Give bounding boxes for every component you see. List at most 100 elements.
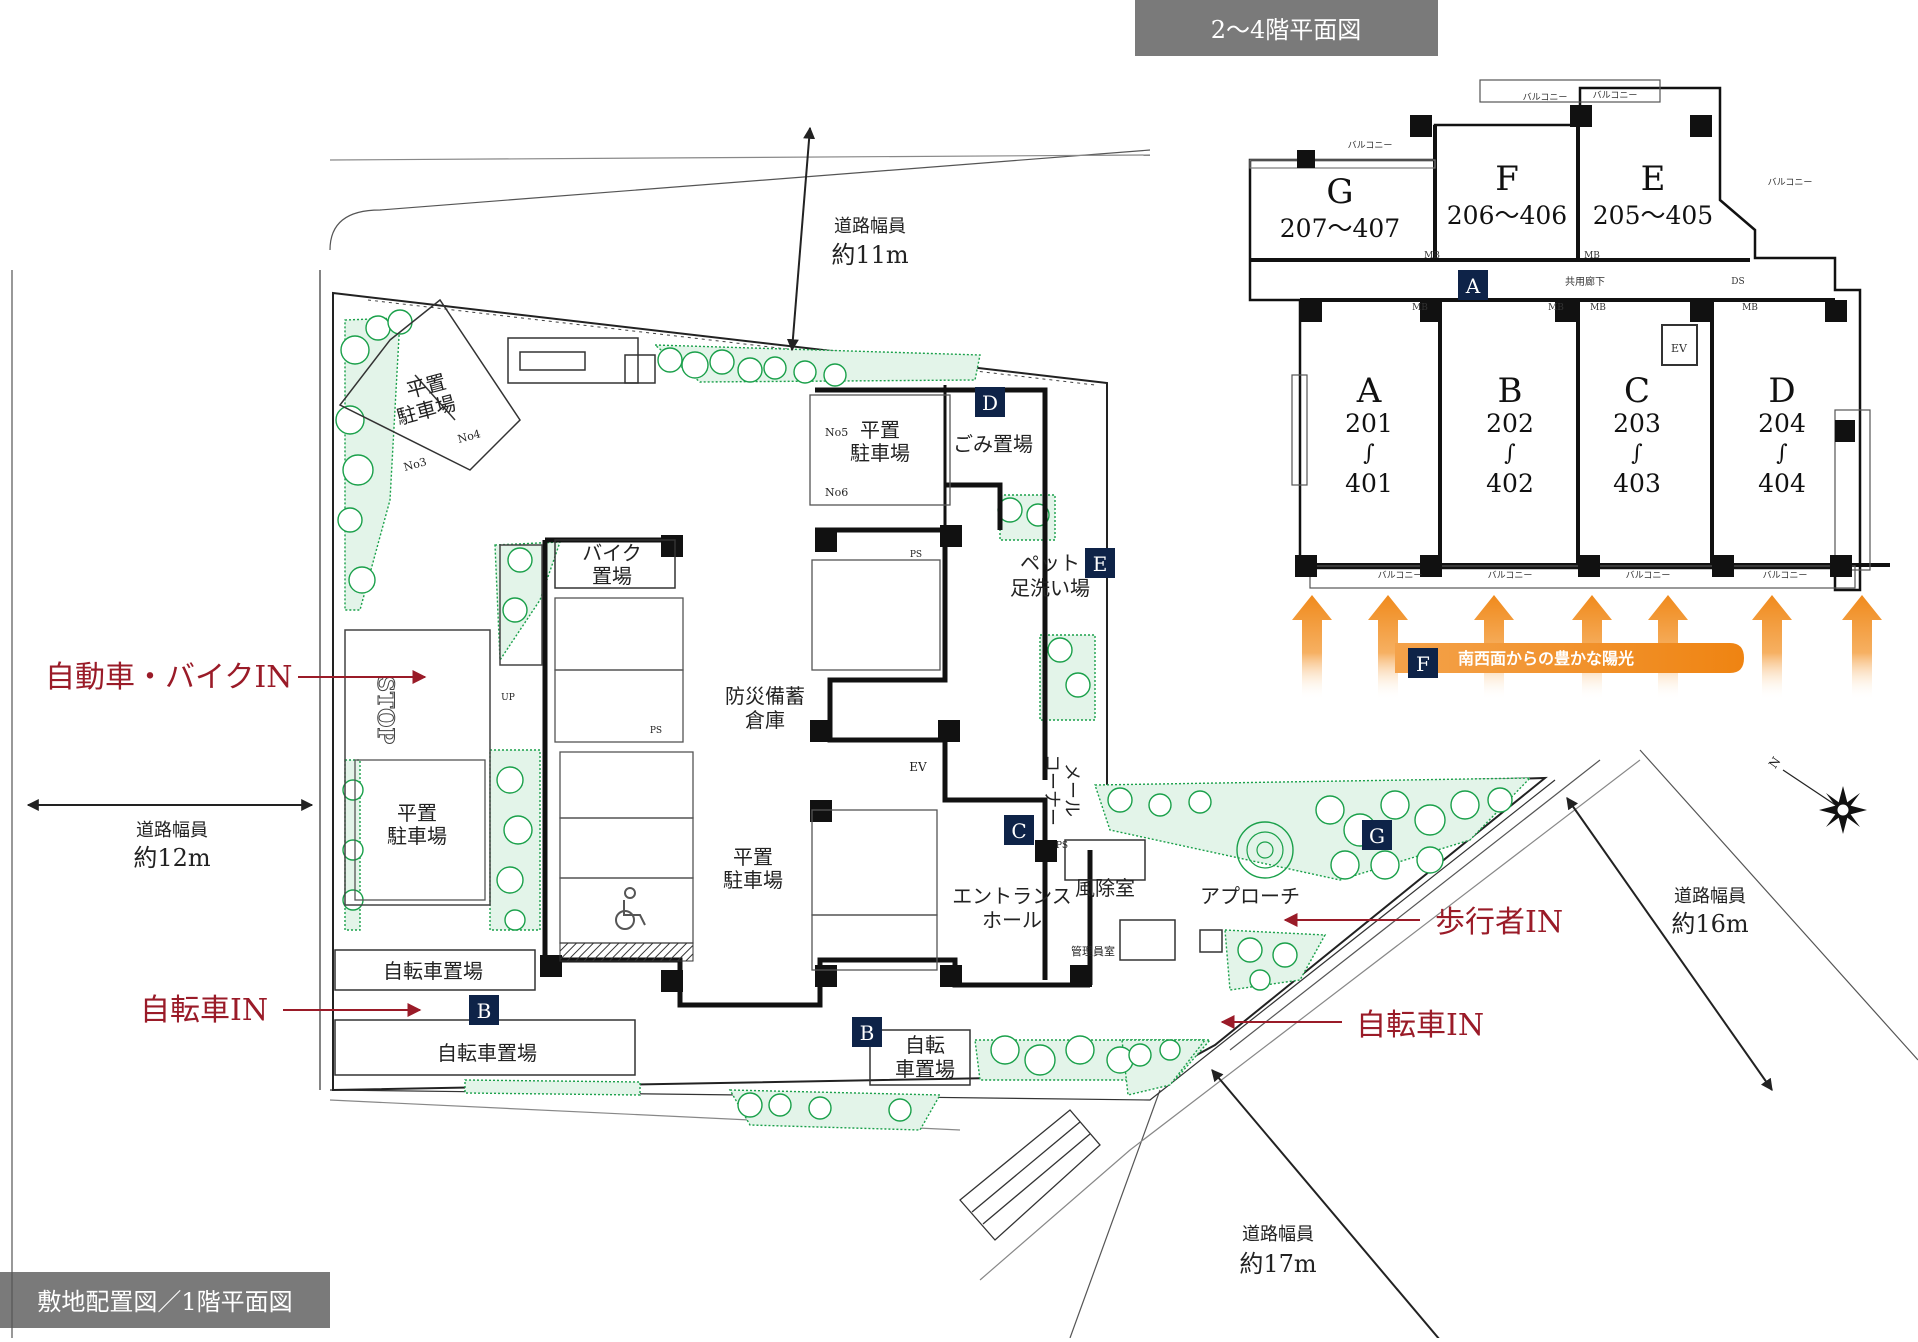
unit-d-top: 204	[1758, 409, 1806, 438]
unit-a-top: 201	[1345, 409, 1393, 438]
up-label: UP	[501, 693, 515, 703]
storage-line2: 倉庫	[745, 708, 785, 732]
svg-text:約17m: 約17m	[1239, 1250, 1317, 1278]
unit-g-letter: G	[1326, 172, 1353, 212]
unit-c-tilde: ∫	[1631, 441, 1643, 466]
marker-a-upper: A	[1458, 270, 1488, 300]
unit-d-letter: D	[1768, 371, 1795, 411]
road-width-north: 道路幅員 約11m	[786, 126, 909, 352]
unit-b-letter: B	[1498, 371, 1523, 411]
corridor-label: 共用廊下	[1565, 275, 1605, 288]
mb-label-5: MB	[1590, 303, 1606, 313]
unit-d-bottom: 404	[1758, 469, 1806, 498]
compass-north: N	[1766, 754, 1783, 771]
marker-b1: B	[469, 995, 499, 1025]
marker-f-upper	[1408, 648, 1438, 678]
unit-f-letter: F	[1495, 159, 1519, 199]
west-parking-outline	[344, 544, 543, 906]
manager-room-label: 管理員室	[1071, 944, 1115, 958]
svg-text:B: B	[860, 1021, 875, 1045]
svg-text:B: B	[477, 999, 492, 1023]
pet-wash-line2: 足洗い場	[1010, 576, 1090, 600]
site-labels: 平置 駐車場 No3 No4 平置 駐車場 No5 No6 ごみ置場 バイク 置…	[372, 369, 1301, 1081]
parking-2-line1: 平置	[860, 418, 900, 442]
hatched-area	[559, 942, 694, 962]
building-columns	[540, 525, 1092, 992]
unit-f-rooms: 206〜406	[1447, 201, 1567, 230]
unit-c-top: 203	[1613, 409, 1661, 438]
road-width-east: 道路幅員 約16m	[1566, 797, 1773, 1091]
balcony-label-5: バルコニー	[1523, 92, 1568, 103]
parking-diamond	[338, 298, 521, 471]
unit-b-tilde: ∫	[1504, 441, 1516, 466]
entry-car-label: 自動車・バイクIN	[45, 660, 293, 695]
unit-e-letter: E	[1641, 159, 1666, 199]
unit-b-bottom: 402	[1486, 469, 1534, 498]
entry-bicycle-west-label: 自転車IN	[140, 993, 268, 1028]
compass-icon: N	[1766, 754, 1867, 834]
svg-text:C: C	[1011, 819, 1026, 843]
svg-text:約12m: 約12m	[133, 844, 211, 872]
svg-text:E: E	[1093, 552, 1108, 576]
upper-caption-text: 2〜4階平面図	[1211, 16, 1362, 44]
parking-3-line2: 駐車場	[387, 824, 447, 848]
ps-label-1: PS	[650, 726, 662, 736]
svg-text:道路幅員: 道路幅員	[136, 820, 208, 841]
parking-bays	[354, 394, 951, 971]
marker-c: C	[1004, 815, 1034, 845]
entrance-hall-line2: ホール	[982, 908, 1042, 932]
parking-no6: No6	[825, 486, 848, 499]
garbage-label: ごみ置場	[953, 432, 1033, 456]
svg-text:道路幅員: 道路幅員	[1242, 1224, 1314, 1245]
bike-parking-line2: 置場	[592, 564, 632, 588]
bicycle-parking-2-label: 自転車置場	[437, 1041, 537, 1065]
unit-g-rooms: 207〜407	[1280, 214, 1400, 243]
svg-text:約11m: 約11m	[831, 241, 909, 269]
ev-label-ground: EV	[909, 760, 927, 774]
fountain-icon	[1236, 821, 1294, 879]
exterior-stairs	[959, 1109, 1101, 1241]
balcony-label-1: バルコニー	[1378, 570, 1423, 581]
windbreak-label: 風除室	[1075, 876, 1135, 900]
svg-text:道路幅員: 道路幅員	[1674, 886, 1746, 907]
marker-d: D	[975, 387, 1005, 417]
entry-pedestrian: 歩行者IN	[1283, 905, 1563, 940]
upper-floor-plan: EV 共用廊下 MB MB MB MB MB MB DS バルコニー バルコニー…	[1248, 79, 1890, 592]
balcony-label-3: バルコニー	[1626, 570, 1671, 581]
balcony-label-2: バルコニー	[1488, 570, 1533, 581]
mail-line2: コーナー	[1041, 754, 1062, 826]
entry-bicycle-east-label: 自転車IN	[1356, 1008, 1484, 1043]
balcony-label-6: バルコニー	[1593, 90, 1638, 101]
marker-e: E	[1085, 548, 1115, 578]
ps-label-2: PS	[910, 550, 922, 560]
svg-text:道路幅員: 道路幅員	[834, 216, 906, 237]
ev-label-upper: EV	[1671, 342, 1688, 355]
bicycle-parking-1-label: 自転車置場	[383, 959, 483, 983]
sunlight-label: 南西面からの豊かな陽光	[1458, 649, 1634, 668]
mail-line1: メール	[1061, 763, 1082, 817]
bike-parking-line1: バイク	[582, 541, 642, 565]
road-width-west: 道路幅員 約12m	[26, 799, 314, 872]
balcony-label-8: バルコニー	[1768, 177, 1813, 188]
svg-text:約16m: 約16m	[1671, 910, 1749, 938]
ds-label: DS	[1731, 277, 1744, 287]
storage-line1: 防災備蓄	[725, 684, 805, 708]
bicycle-parking-3-line2: 車置場	[895, 1057, 955, 1081]
parking-4-line2: 駐車場	[723, 868, 783, 892]
sunlight-arrows	[1292, 595, 1882, 700]
unit-b-top: 202	[1486, 409, 1534, 438]
entry-bicycle-east: 自転車IN	[1220, 1008, 1484, 1043]
stop-marking: STOP	[372, 676, 398, 744]
svg-text:G: G	[1369, 824, 1385, 848]
mb-label-1: MB	[1424, 251, 1440, 261]
marker-g: G	[1362, 820, 1392, 850]
sunlight-band: F 南西面からの豊かな陽光	[1395, 643, 1744, 678]
svg-text:D: D	[982, 391, 998, 415]
mb-label-3: MB	[1412, 303, 1428, 313]
mb-label-6: MB	[1742, 303, 1758, 313]
lower-caption-text: 敷地配置図／1階平面図	[37, 1288, 292, 1316]
parking-no3: No3	[402, 455, 428, 474]
entry-bicycle-west: 自転車IN	[140, 993, 422, 1028]
unit-d-tilde: ∫	[1776, 441, 1788, 466]
